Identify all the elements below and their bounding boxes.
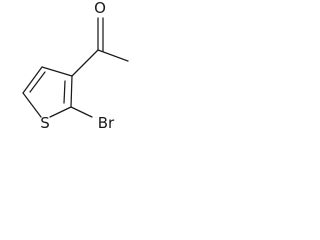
bond-c3-c2 — [70, 75, 73, 108]
bond-c4-c3 — [41, 66, 73, 77]
atom-label-oxygen: O — [94, 0, 106, 17]
bond-s-c5 — [22, 92, 42, 118]
atom-label-sulfur: S — [40, 114, 50, 132]
chemical-structure-diagram: O S Br — [22, 0, 129, 132]
bond-c2-br — [70, 106, 93, 118]
bond-c3-carbonyl — [71, 49, 99, 77]
bond-c5-c4 — [22, 66, 43, 94]
bond-c2-s — [49, 106, 72, 118]
bond-c3-c2-inner — [63, 80, 66, 104]
atom-label-bromine: Br — [98, 114, 115, 132]
bond-carbonyl-methyl — [97, 49, 129, 62]
bond-c5-c4-inner — [29, 71, 46, 93]
